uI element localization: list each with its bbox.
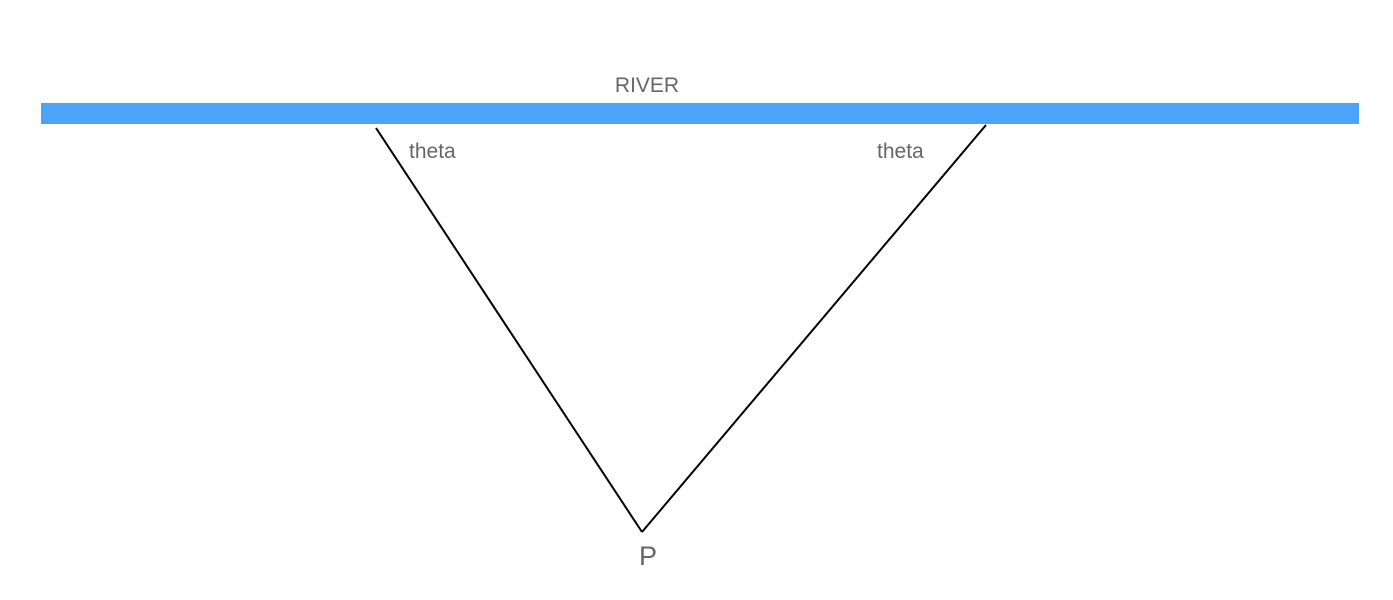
left-angle-label: theta — [409, 140, 456, 163]
river-label: RIVER — [615, 74, 679, 97]
river-band — [41, 103, 1359, 124]
left-path-line — [375, 127, 643, 533]
right-path-line — [641, 124, 987, 533]
right-angle-label: theta — [877, 140, 924, 163]
point-p-label: P — [639, 541, 657, 571]
